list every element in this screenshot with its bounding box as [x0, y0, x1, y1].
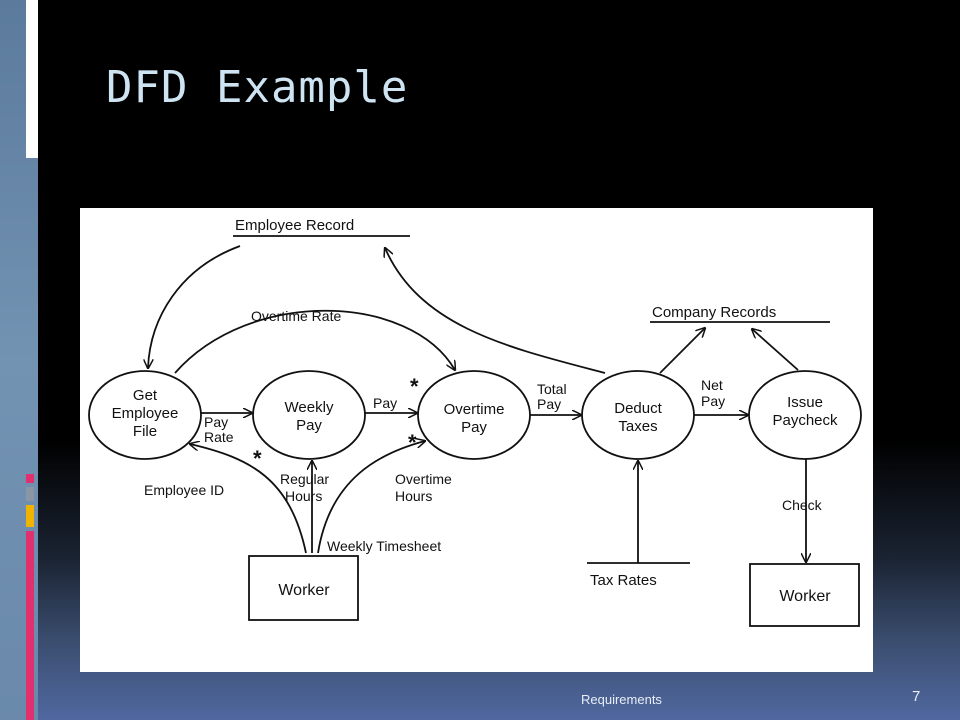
flow-label-check: Check — [782, 497, 823, 513]
flow-label-pay-rate-line: Rate — [204, 429, 234, 445]
flow-label-regular-hours-line: Regular — [280, 471, 329, 487]
flow-label-total-pay-line: Pay — [537, 396, 561, 412]
entity-worker-source — [248, 555, 359, 621]
flow-label-overtime-hours-line: Overtime — [395, 471, 452, 487]
flow-overtime-rate — [174, 309, 455, 374]
entity-worker-sink-label: Worker — [779, 588, 831, 605]
process-issue-paycheck — [748, 370, 862, 460]
dfd-diagram: Employee Record Company Records Tax Rate… — [88, 217, 862, 627]
accent-block-yellow — [26, 505, 34, 527]
process-weekly-pay — [252, 370, 366, 460]
flow-label-total-pay-line: Total — [537, 381, 567, 397]
flow-label-net-pay-line: Pay — [701, 393, 725, 409]
process-label-line: Employee — [112, 405, 179, 422]
process-label-line: Paycheck — [772, 412, 838, 429]
accent-block-pink-small — [26, 474, 34, 483]
marker-star-bottom: * — [408, 430, 417, 455]
process-label-line: Overtime — [444, 401, 505, 418]
flow-issue-to-company-records — [752, 329, 799, 371]
process-label-line: Deduct — [614, 400, 662, 417]
marker-star-top: * — [410, 374, 419, 399]
slide-title: DFD Example — [106, 62, 409, 113]
flow-label-overtime-rate: Overtime Rate — [251, 308, 341, 324]
store-company-records-label: Company Records — [652, 304, 776, 321]
process-label-line: Weekly — [285, 399, 334, 416]
process-label-line: Pay — [296, 417, 322, 434]
flow-employee-id — [190, 444, 307, 554]
page-number: 7 — [912, 688, 921, 705]
entity-worker-sink — [749, 563, 860, 627]
accent-block-gray — [26, 487, 34, 501]
accent-block-pink — [26, 531, 34, 720]
flow-deduct-to-company-records — [659, 328, 705, 374]
dfd-figure: Employee Record Company Records Tax Rate… — [80, 208, 873, 672]
store-tax-rates-label: Tax Rates — [590, 572, 657, 589]
process-label-line: File — [133, 423, 157, 440]
process-get-employee-file — [88, 370, 202, 460]
process-label-line: Taxes — [618, 418, 657, 435]
flow-label-net-pay-line: Net — [701, 377, 723, 393]
flow-label-employee-id: Employee ID — [144, 482, 224, 498]
flow-overtime-hours — [317, 441, 425, 554]
flow-employee-record-to-get-file — [148, 245, 241, 368]
footer-text: Requirements — [581, 692, 662, 707]
flow-label-weekly-timesheet: Weekly Timesheet — [327, 538, 441, 554]
flow-label-pay: Pay — [373, 395, 397, 411]
process-label-line: Get — [133, 387, 158, 404]
flow-label-pay-rate-line: Pay — [204, 414, 228, 430]
flow-label-overtime-hours-line: Hours — [395, 488, 432, 504]
process-label-line: Pay — [461, 419, 487, 436]
entity-worker-source-label: Worker — [278, 582, 330, 599]
store-employee-record-label: Employee Record — [235, 217, 354, 234]
marker-star-left: * — [253, 446, 262, 471]
flow-label-regular-hours-line: Hours — [285, 488, 322, 504]
process-label-line: Issue — [787, 394, 823, 411]
flow-deduct-to-employee-record — [385, 248, 606, 374]
accent-block-top-white — [26, 0, 38, 158]
